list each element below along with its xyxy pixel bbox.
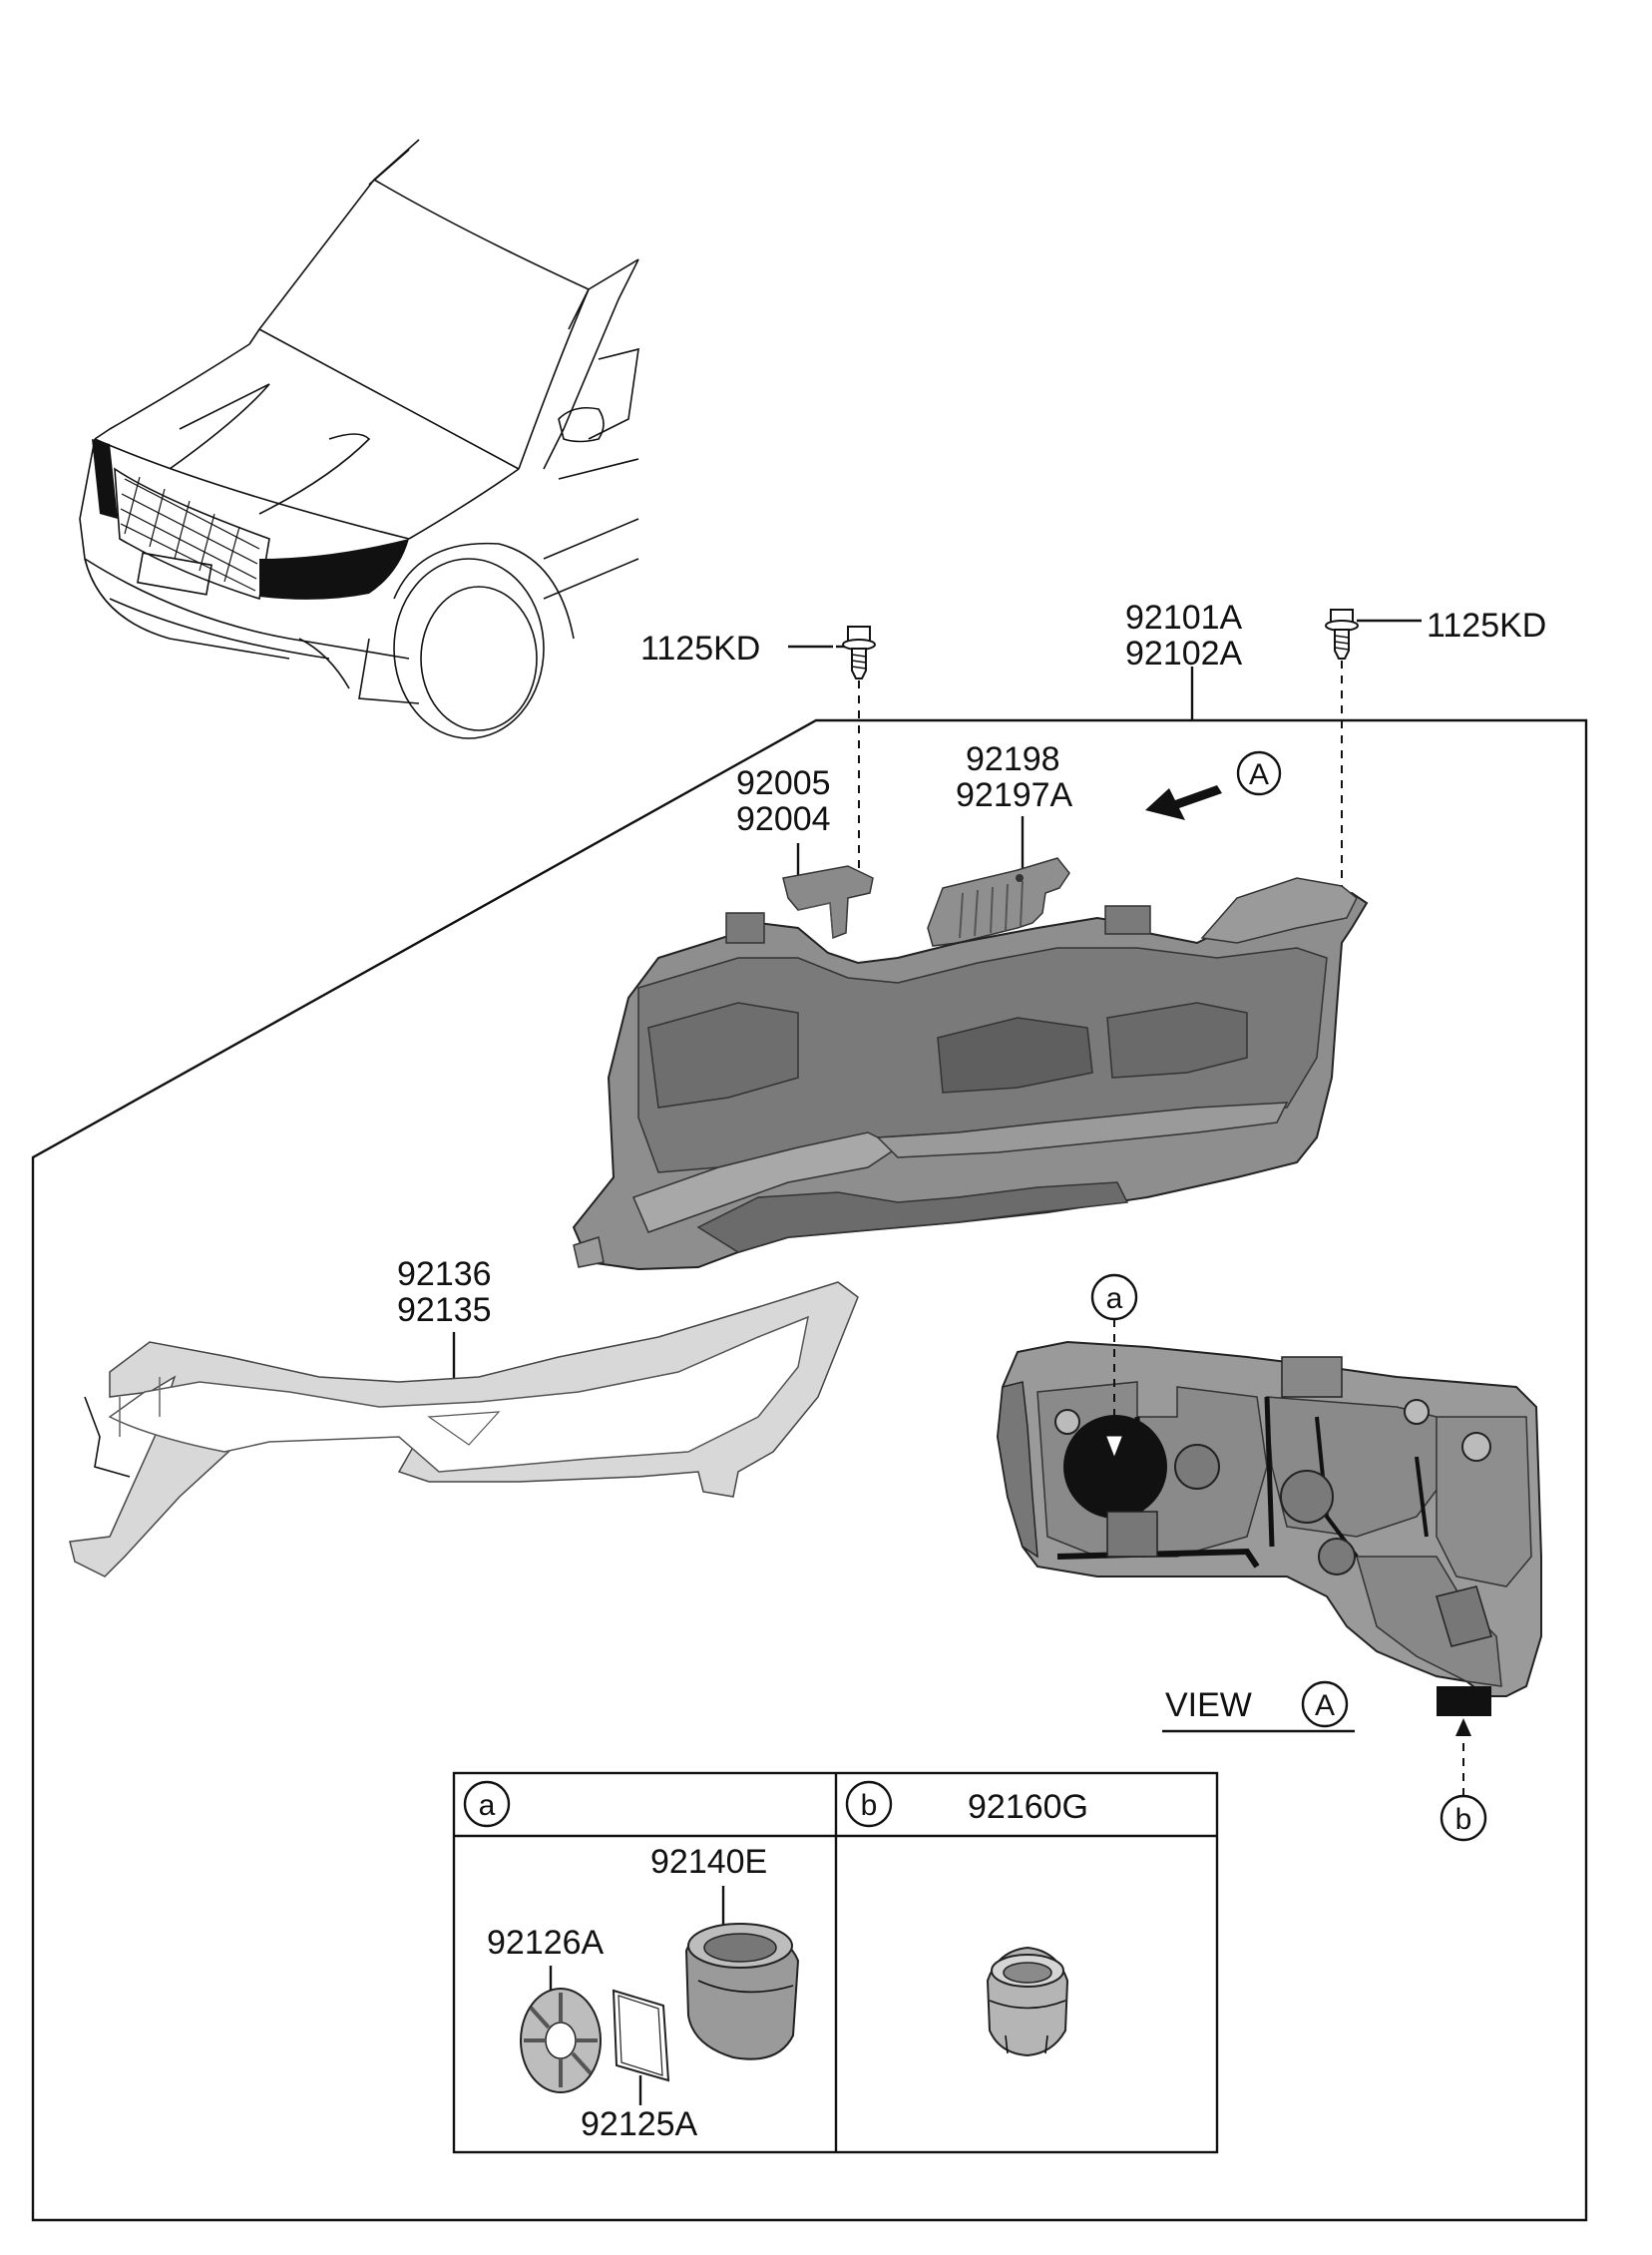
svg-text:A: A — [1249, 758, 1269, 791]
bracket-small — [782, 865, 874, 940]
view-arrow-marker: A — [1236, 750, 1282, 796]
bezel-label-1: 92136 — [397, 1255, 492, 1293]
bolt-right-label: 1125KD — [1427, 607, 1546, 645]
headlamp-back-view — [996, 1340, 1542, 1716]
detail-cell-a-marker: a — [463, 1780, 511, 1828]
bulb-opening — [1063, 1415, 1167, 1519]
bracket-large — [927, 857, 1070, 947]
svg-text:b: b — [861, 1789, 878, 1822]
svg-text:VIEW: VIEW — [1165, 1686, 1252, 1724]
headlamp-assy-label-1: 92101A — [1125, 599, 1243, 637]
gasket-part-label: 92125A — [581, 2105, 698, 2143]
bulb-cap — [684, 1923, 800, 2060]
svg-text:a: a — [479, 1789, 496, 1822]
gasket — [612, 1989, 670, 2082]
assembly-frame — [31, 667, 1588, 2222]
bolt-left — [788, 626, 876, 868]
bracket-small-label-1: 92005 — [736, 764, 831, 802]
retainer-part-label: 92126A — [487, 1924, 605, 1962]
bracket-large-label-1: 92198 — [966, 740, 1060, 778]
vehicle-locator-sketch — [79, 139, 639, 739]
detail-cell-b-marker: b — [845, 1780, 893, 1828]
bracket-small-label-2: 92004 — [736, 800, 831, 838]
bezel-label-2: 92135 — [397, 1291, 492, 1329]
svg-text:A: A — [1315, 1689, 1335, 1722]
callout-a: a — [1090, 1273, 1138, 1457]
bracket-large-label-2: 92197A — [956, 776, 1073, 814]
view-caption: VIEW A — [1162, 1680, 1355, 1733]
svg-text:a: a — [1106, 1282, 1123, 1315]
headlamp-assembly — [572, 877, 1369, 1271]
bezel — [69, 1281, 859, 1578]
retainer-ring — [520, 1988, 602, 2093]
detail-table — [452, 1771, 1219, 2154]
callout-b: b — [1440, 1718, 1487, 1842]
bolt-left-label: 1125KD — [640, 630, 760, 668]
cap-part-label: 92140E — [650, 1843, 767, 1881]
bulb-socket — [986, 1946, 1069, 2057]
socket-part-label: 92160G — [968, 1788, 1088, 1826]
socket-opening — [1437, 1686, 1491, 1716]
headlamp-assy-label-2: 92102A — [1125, 635, 1243, 673]
svg-text:b: b — [1455, 1803, 1472, 1836]
bolt-right — [1325, 609, 1422, 903]
view-arrow — [1145, 785, 1222, 830]
